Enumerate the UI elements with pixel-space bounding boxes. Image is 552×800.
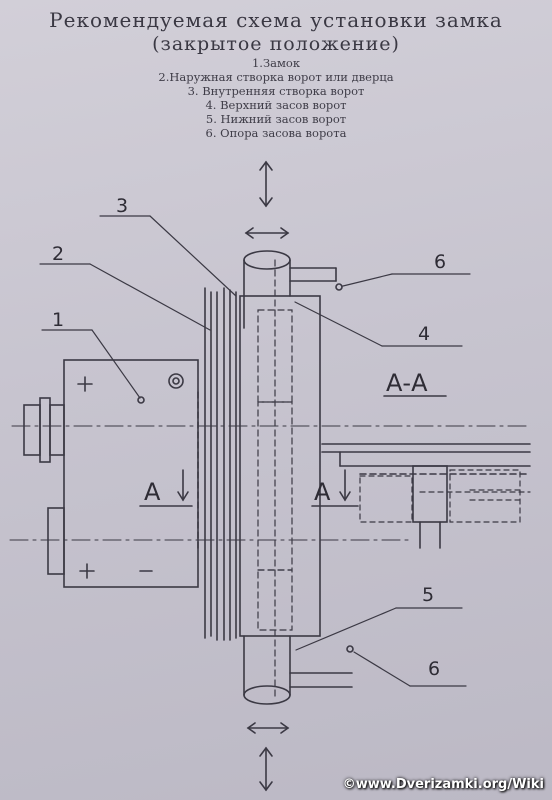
section-mark-left: А: [144, 478, 161, 506]
callout-4: 4: [418, 323, 430, 345]
watermark: ©www.Dverizamki.org/Wiki: [342, 777, 544, 792]
section-markers: [139, 395, 447, 507]
legend-item-lock: 1.Замок: [251, 56, 301, 70]
vertical-arrow-top-icon: [259, 160, 273, 208]
callout-5: 5: [422, 584, 434, 606]
callout-6-top: 6: [434, 251, 446, 273]
center-lines: [9, 425, 531, 541]
legend-item-upper-bolt: 4. Верхний засов ворот: [205, 98, 347, 112]
section-mark-right: А: [314, 478, 331, 506]
legend-item-outer-leaf: 2.Наружная створка ворот или дверца: [158, 70, 394, 84]
bolt-cylinder: [239, 250, 321, 705]
legend-item-inner-leaf: 3. Внутренняя створка ворот: [187, 84, 365, 98]
top-bolt-support: [289, 267, 343, 291]
lock-body: [23, 359, 199, 588]
legend-item-bolt-support: 6. Опора засова ворота: [205, 126, 347, 140]
callout-1: 1: [52, 309, 64, 331]
section-view: [321, 443, 531, 549]
callout-3: 3: [116, 195, 128, 217]
callout-2: 2: [52, 243, 64, 265]
horizontal-arrow-top-icon: [244, 227, 290, 239]
section-title: А-А: [386, 369, 428, 397]
diagram-title: Рекомендуемая схема установки замка: [49, 8, 503, 32]
gate-leaves: [197, 287, 237, 641]
vertical-arrow-bottom-icon: [259, 746, 273, 792]
callout-6-bottom: 6: [428, 658, 440, 680]
legend-item-lower-bolt: 5. Нижний засов ворот: [205, 112, 347, 126]
diagram-subtitle: (закрытое положение): [152, 33, 400, 55]
bottom-bolt-support: [289, 645, 354, 688]
horizontal-arrow-bottom-icon: [246, 722, 290, 734]
leader-lines: [39, 215, 471, 687]
